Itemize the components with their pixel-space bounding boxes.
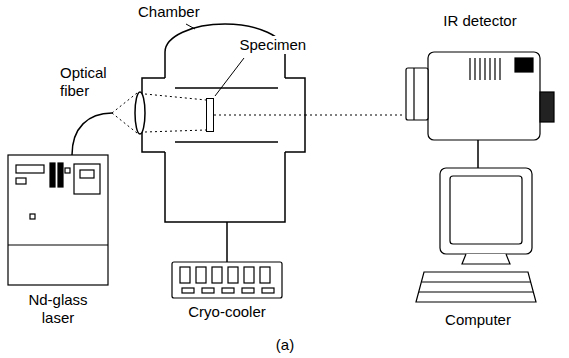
laser-beam bbox=[112, 93, 137, 113]
cryo-cooler-unit bbox=[244, 267, 254, 283]
laser-console bbox=[8, 155, 108, 285]
computer-set bbox=[462, 254, 510, 264]
cryo-cooler-unit bbox=[196, 267, 206, 283]
connector-line bbox=[477, 140, 479, 168]
chamber-outline bbox=[142, 24, 305, 222]
ir-camera bbox=[474, 58, 475, 80]
computer-set bbox=[422, 281, 531, 282]
laser-beam bbox=[145, 130, 206, 132]
ir-camera bbox=[413, 68, 414, 120]
ir-camera bbox=[428, 52, 540, 140]
chamber-outline bbox=[165, 152, 285, 222]
ir-camera bbox=[406, 68, 428, 120]
laser-console bbox=[58, 163, 63, 187]
laser-console bbox=[8, 244, 108, 245]
vacuum-chamber: ChamberSpecimen bbox=[142, 2, 305, 222]
connector-line bbox=[226, 222, 228, 262]
computer-set bbox=[440, 168, 532, 254]
ir-camera bbox=[494, 58, 495, 80]
laser-beam bbox=[214, 115, 305, 116]
leader-line bbox=[186, 24, 195, 29]
laser-console bbox=[16, 165, 44, 173]
ir-camera bbox=[515, 58, 533, 72]
connector-line bbox=[305, 115, 405, 116]
node-label: Cryo-cooler bbox=[162, 303, 292, 321]
ir-camera bbox=[540, 92, 554, 122]
optical-fiber bbox=[72, 113, 112, 155]
computer-set bbox=[416, 168, 536, 302]
cryo-cooler-unit bbox=[222, 288, 234, 293]
node-label: Specimen bbox=[238, 36, 309, 54]
cryo-cooler-unit bbox=[182, 288, 194, 293]
specimen: Specimen bbox=[206, 98, 214, 132]
laser-console bbox=[8, 155, 108, 285]
laser-unit: Nd-glass laser bbox=[8, 155, 108, 285]
laser-beam bbox=[112, 93, 305, 133]
laser-console bbox=[65, 168, 70, 173]
cryo-cooler-unit bbox=[260, 267, 270, 283]
laser-console bbox=[30, 214, 35, 219]
node-label: IR detector bbox=[405, 12, 555, 30]
cryo-cooler-unit bbox=[212, 267, 222, 283]
node-label: Computer bbox=[408, 311, 548, 329]
ir-camera bbox=[489, 58, 490, 80]
ir-camera bbox=[484, 58, 485, 80]
node-label: Nd-glass laser bbox=[18, 291, 98, 327]
cryo-cooler-unit bbox=[242, 288, 254, 293]
chamber-outline bbox=[175, 87, 278, 89]
laser-beam bbox=[112, 113, 137, 133]
computer-set bbox=[450, 176, 522, 244]
lens bbox=[135, 92, 145, 134]
ir-camera bbox=[406, 52, 554, 140]
laser-console bbox=[50, 163, 55, 187]
cryo-cooler-unit bbox=[172, 262, 282, 298]
ir-camera bbox=[469, 58, 470, 80]
cryo-cooler-unit bbox=[202, 288, 214, 293]
computer-set bbox=[419, 291, 533, 292]
ir-detector-unit: IR detector bbox=[405, 50, 555, 140]
chamber-outline bbox=[175, 141, 278, 143]
cryo-cooler-unit bbox=[262, 288, 274, 293]
cryo-cooler-unit bbox=[228, 267, 238, 283]
ir-camera bbox=[499, 58, 500, 80]
cryo-cooler-unit bbox=[172, 262, 282, 298]
computer-set bbox=[416, 272, 536, 302]
laser-beam bbox=[145, 94, 206, 100]
leader-line bbox=[215, 58, 244, 96]
component-label: Optical fiber bbox=[60, 64, 116, 100]
cryo-cooler-unit bbox=[180, 267, 190, 283]
optical-fiber bbox=[72, 113, 112, 155]
leader-line bbox=[186, 24, 244, 96]
figure-caption: (a) bbox=[255, 336, 315, 354]
laser-console bbox=[80, 170, 94, 178]
node-label: Chamber bbox=[138, 3, 218, 21]
computer-unit: Computer bbox=[418, 168, 538, 305]
ir-camera bbox=[479, 58, 480, 80]
lens bbox=[135, 92, 145, 134]
laser-console bbox=[74, 164, 100, 194]
laser-console bbox=[16, 178, 26, 184]
cryo-cooler-unit: Cryo-cooler bbox=[172, 262, 282, 298]
